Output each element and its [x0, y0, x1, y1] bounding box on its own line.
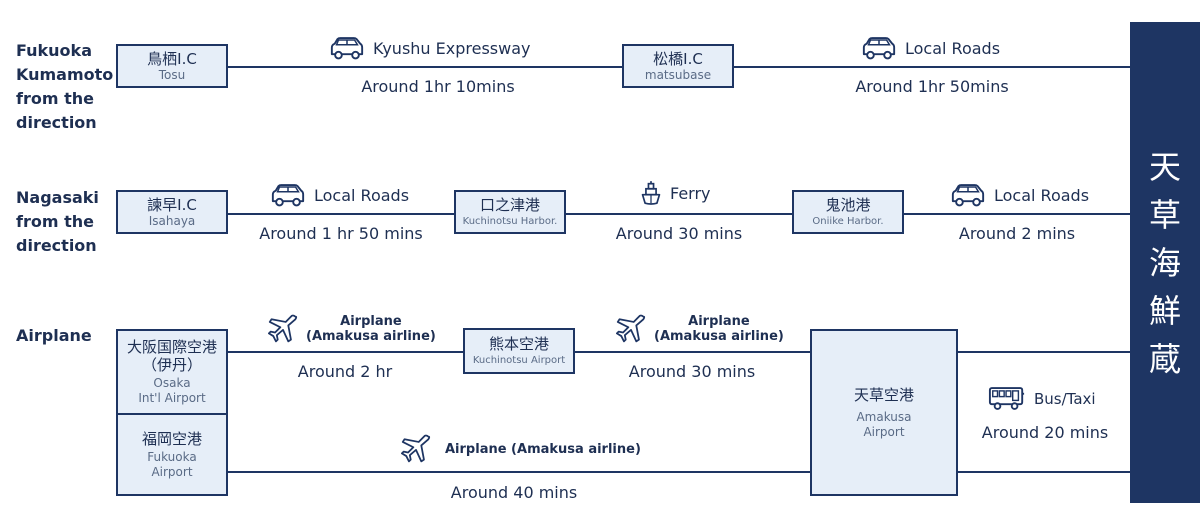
segment-duration: Around 20 mins: [981, 423, 1109, 442]
mode-label: Airplane (Amakusa airline): [445, 441, 641, 457]
node-name-en: matsubase: [644, 67, 712, 82]
node-name-jp: 天草空港: [853, 385, 914, 404]
segment-duration: Around 30 mins: [628, 362, 756, 381]
banner-char: 天: [1148, 147, 1181, 186]
node-name-jp: 熊本空港: [488, 334, 549, 353]
segment-mode: Ferry: [640, 179, 711, 207]
mode-label-line: Airplane: [340, 314, 402, 329]
segment-mode: Local Roads: [950, 183, 1089, 208]
route-line-fukuoka-amakusa: [226, 471, 813, 473]
node-name-jp: 鳥栖I.C: [147, 49, 197, 68]
node-matsubase-ic: 松橋I.C matsubase: [622, 44, 734, 88]
node-osaka-airport: 大阪国際空港 （伊丹） Osaka Int'l Airport: [116, 329, 228, 415]
route-line-amakusa-bottom: [955, 471, 1130, 473]
mode-label-line: (Amakusa airline): [654, 329, 784, 344]
node-oniike-harbor: 鬼池港 Oniike Harbor.: [792, 190, 904, 234]
node-name-en: Airport: [151, 464, 193, 479]
node-name-jp: 諫早I.C: [147, 195, 197, 214]
node-name-en: Oniike Harbor.: [812, 215, 884, 227]
bus-icon: [988, 386, 1026, 411]
mode-label: Local Roads: [905, 39, 1001, 58]
mode-label: Airplane (Amakusa airline): [654, 314, 784, 344]
segment-mode: Local Roads: [861, 36, 1000, 61]
row-label-line: direction: [16, 236, 97, 255]
row-label-line: direction: [16, 113, 97, 132]
node-name-jp: 福岡空港: [141, 429, 202, 448]
mode-label: Kyushu Expressway: [373, 39, 531, 58]
segment-duration: Around 40 mins: [450, 483, 578, 502]
segment-duration: Around 1hr 10mins: [361, 77, 515, 96]
row-label-line: Nagasaki: [16, 188, 99, 207]
banner-char: 草: [1148, 195, 1181, 234]
row-label-line: from the: [16, 89, 94, 108]
segment-mode: Airplane (Amakusa airline): [401, 434, 641, 464]
node-kuchinotsu-harbor: 口之津港 Kuchinotsu Harbor.: [454, 190, 566, 234]
car-icon: [950, 183, 986, 208]
car-icon: [329, 36, 365, 61]
node-kumamoto-airport: 熊本空港 Kuchinotsu Airport: [463, 328, 575, 374]
car-icon: [270, 183, 306, 208]
segment-mode: Airplane (Amakusa airline): [616, 314, 784, 344]
node-name-jp: 松橋I.C: [653, 49, 703, 68]
banner-char: 海: [1148, 243, 1181, 282]
node-tosu-ic: 鳥栖I.C Tosu: [116, 44, 228, 88]
route-line-osaka-kumamoto: [226, 351, 466, 353]
row-label-fukuoka: Fukuoka Kumamoto from the direction: [16, 39, 113, 135]
node-name-jp: （伊丹）: [141, 356, 202, 374]
route-line-nagasaki: [226, 213, 1130, 215]
segment-duration: Around 1 hr 50 mins: [259, 224, 423, 243]
banner-char: 鮮: [1148, 291, 1181, 330]
segment-mode: Airplane (Amakusa airline): [268, 314, 436, 344]
node-name-en: Osaka: [153, 376, 191, 390]
segment-duration: Around 1hr 50mins: [855, 77, 1009, 96]
mode-label-line: Airplane: [688, 314, 750, 329]
mode-label: Bus/Taxi: [1034, 389, 1096, 408]
route-line-amakusa-top: [955, 351, 1130, 353]
row-label-airplane: Airplane: [16, 326, 92, 345]
node-name-en: Isahaya: [148, 213, 196, 228]
segment-mode: Local Roads: [270, 183, 409, 208]
segment-mode: Bus/Taxi: [988, 386, 1096, 411]
mode-label: Local Roads: [994, 186, 1090, 205]
mode-label: Local Roads: [314, 186, 410, 205]
node-name-en: Airport: [863, 424, 905, 439]
segment-mode: Kyushu Expressway: [329, 36, 530, 61]
route-line-kumamoto-amakusa: [573, 351, 813, 353]
row-label-line: Kumamoto: [16, 65, 114, 84]
ship-icon: [640, 179, 662, 207]
row-label-nagasaki: Nagasaki from the direction: [16, 186, 99, 258]
mode-label: Ferry: [670, 183, 711, 203]
node-name-en: Tosu: [158, 67, 186, 82]
node-name-jp: 大阪国際空港: [126, 338, 217, 356]
car-icon: [861, 36, 897, 61]
node-name-jp: 口之津港: [479, 195, 540, 214]
node-name-en: Kuchinotsu Harbor.: [462, 215, 558, 227]
node-name-en: Int'l Airport: [138, 391, 206, 405]
row-label-line: Fukuoka: [16, 41, 92, 60]
node-name-en: Amakusa: [856, 409, 912, 424]
node-name-jp: 鬼池港: [825, 195, 871, 214]
row-label-line: from the: [16, 212, 94, 231]
node-isahaya-ic: 諫早I.C Isahaya: [116, 190, 228, 234]
airplane-icon: [616, 314, 646, 344]
airplane-icon: [268, 314, 298, 344]
segment-duration: Around 30 mins: [615, 224, 743, 243]
banner-char: 蔵: [1148, 339, 1181, 378]
node-fukuoka-airport: 福岡空港 Fukuoka Airport: [116, 413, 228, 496]
segment-duration: Around 2 mins: [958, 224, 1076, 243]
node-amakusa-airport: 天草空港 Amakusa Airport: [810, 329, 958, 496]
mode-label-line: (Amakusa airline): [306, 329, 436, 344]
segment-duration: Around 2 hr: [297, 362, 393, 381]
node-name-en: Fukuoka: [147, 449, 197, 464]
airplane-icon: [401, 434, 431, 464]
shop-name-banner: 天 草 海 鮮 蔵: [1130, 22, 1200, 503]
node-name-en: Kuchinotsu Airport: [472, 354, 566, 366]
mode-label: Airplane (Amakusa airline): [306, 314, 436, 344]
